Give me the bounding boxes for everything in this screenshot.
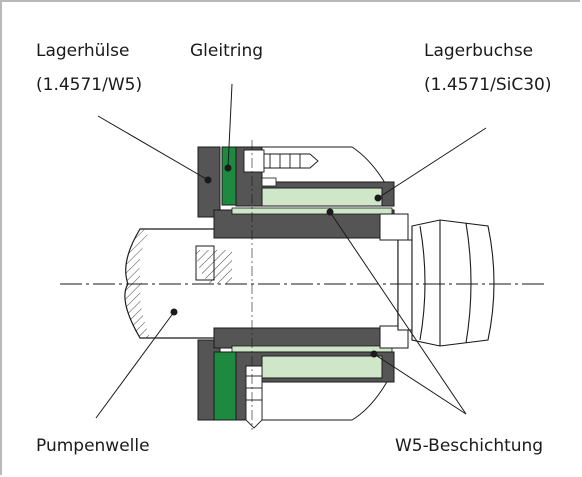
label-pumpenwelle: Pumpenwelle (36, 436, 150, 456)
leader-dots (170, 164, 382, 358)
label-lagerbuchse: Lagerbuchse (424, 41, 534, 61)
screw-upper (243, 149, 319, 173)
label-lagerhuelse: Lagerhülse (36, 41, 130, 61)
shaft-nut (397, 219, 495, 347)
screw-lower (245, 365, 263, 429)
label-w5-beschichtung: W5-Beschichtung (395, 436, 544, 456)
label-gleitring: Gleitring (190, 41, 264, 61)
lower-assembly (197, 325, 409, 429)
leader-lines (95, 83, 487, 419)
label-lagerbuchse-material: (1.4571/SiC30) (424, 75, 552, 95)
label-lagerhuelse-material: (1.4571/W5) (36, 75, 143, 95)
pump-shaft (124, 228, 399, 339)
upper-assembly (197, 146, 409, 241)
